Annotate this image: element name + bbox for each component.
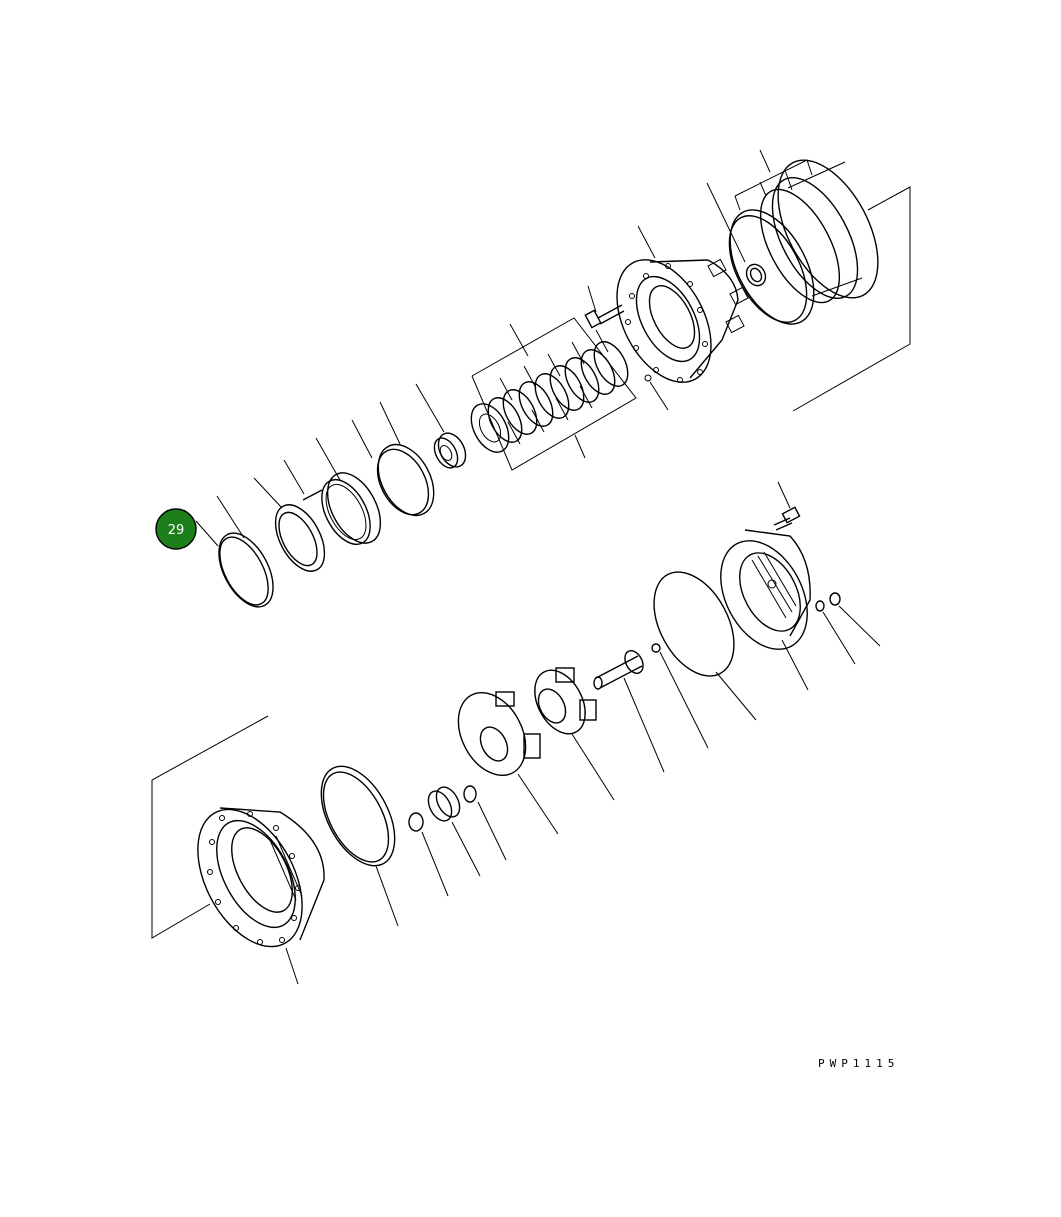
clutch-disc-stack-part[interactable] bbox=[464, 336, 635, 458]
pin-part[interactable] bbox=[283, 459, 323, 501]
planet-carrier-part[interactable] bbox=[525, 662, 615, 801]
split-ring-part[interactable] bbox=[208, 495, 284, 616]
lower-bearing-part[interactable] bbox=[424, 783, 481, 877]
clutch-housing-part[interactable] bbox=[598, 244, 749, 398]
callout-number: 29 bbox=[168, 523, 185, 538]
drawing-code: PWP1115 bbox=[818, 1057, 899, 1070]
small-ring-part[interactable] bbox=[743, 261, 769, 289]
washer-nut-parts[interactable] bbox=[815, 592, 881, 665]
disc-stack-bracket bbox=[471, 317, 637, 471]
carrier-cover-part[interactable] bbox=[703, 526, 825, 691]
seal-ring-part[interactable] bbox=[713, 196, 831, 337]
snap-ring-part[interactable] bbox=[351, 401, 445, 525]
cover-bolt-part[interactable] bbox=[773, 481, 801, 531]
planet-carrier-2-part[interactable] bbox=[445, 681, 559, 835]
lower-washer-part[interactable] bbox=[408, 812, 449, 897]
housing-leader-lines bbox=[637, 225, 669, 411]
bearing-part[interactable] bbox=[415, 383, 471, 472]
part-callout-29[interactable]: 29 bbox=[155, 508, 219, 550]
clutch-drum-part[interactable] bbox=[744, 144, 898, 315]
leader-lines-top-right bbox=[706, 149, 813, 263]
o-ring-part[interactable] bbox=[638, 559, 757, 721]
needle-bearing-part[interactable] bbox=[312, 437, 391, 552]
final-drive-housing-part[interactable] bbox=[176, 792, 325, 985]
lower-assembly-bracket bbox=[151, 715, 269, 939]
bolt-part[interactable] bbox=[584, 285, 625, 329]
ring-gear-part[interactable] bbox=[306, 754, 410, 927]
thrust-washer-part[interactable] bbox=[253, 477, 335, 579]
sun-gear-shaft-part[interactable] bbox=[593, 643, 709, 773]
upper-assembly-bracket bbox=[792, 186, 911, 412]
lower-snap-ring-part[interactable] bbox=[463, 785, 507, 861]
